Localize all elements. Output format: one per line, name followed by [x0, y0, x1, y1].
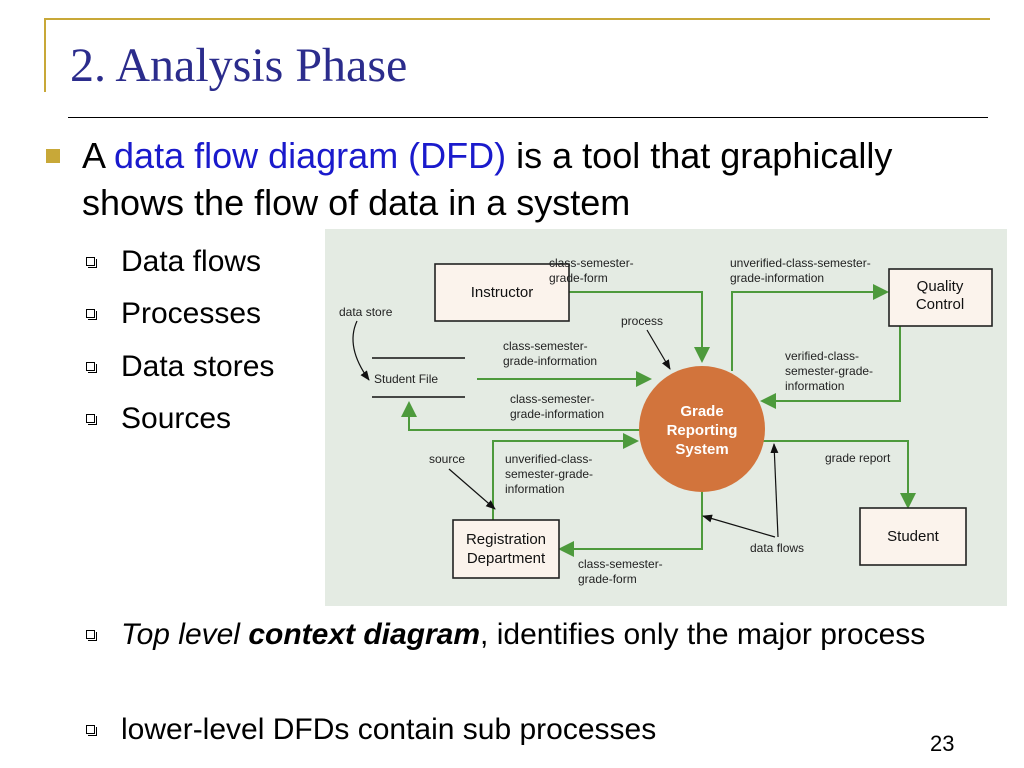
square-bullet-icon	[86, 725, 97, 736]
flow-registration-to-process	[492, 433, 639, 520]
title-underline	[68, 117, 988, 118]
dfd-diagram: Grade Reporting System Instructor Qualit…	[325, 229, 1007, 606]
intro-suffix: is a tool that graphically shows the flo…	[82, 135, 893, 223]
page-number: 23	[930, 731, 955, 756]
square-bullet-icon	[86, 414, 97, 425]
lower-level-text: lower-level DFDs contain sub processes	[121, 713, 657, 746]
process-label-line-3: System	[675, 441, 728, 458]
entity-registration-label-line-2: Department	[467, 550, 546, 567]
flow-label-from-quality-line-3: information	[785, 379, 844, 393]
process-label-line-1: Grade	[680, 403, 723, 420]
square-bullet-icon	[86, 309, 97, 320]
flow-label-to-quality-line-2: grade-information	[730, 271, 824, 285]
flow-process-to-registration	[558, 491, 703, 557]
flow-label-grade-report: grade report	[825, 451, 891, 465]
title-frame-top	[44, 18, 990, 20]
context-rest: , identifies only the major process	[480, 618, 926, 651]
bullet-label: Processes	[121, 297, 262, 330]
intro-prefix: A	[82, 135, 115, 176]
flow-label-instructor-line-2: grade-form	[549, 271, 608, 285]
flow-label-from-registration-line-1: unverified-class-	[505, 452, 592, 466]
flow-label-to-quality-line-1: unverified-class-semester-	[730, 256, 871, 270]
callout-source-arrow	[448, 468, 496, 510]
data-store-label: Student File	[374, 372, 438, 386]
process-label-line-2: Reporting	[667, 422, 738, 439]
intro-paragraph: A data flow diagram (DFD) is a tool that…	[82, 132, 982, 226]
square-bullet-icon	[86, 362, 97, 373]
square-bullet-icon	[86, 257, 97, 268]
flow-label-instructor-line-1: class-semester-	[549, 256, 634, 270]
context-bold-italic: context diagram	[248, 618, 481, 651]
bullet-label: Data flows	[121, 245, 262, 278]
context-diagram-text: Top level context diagram, identifies on…	[121, 617, 1001, 653]
callout-process-arrow	[646, 329, 671, 370]
entity-registration-label-line-1: Registration	[466, 531, 546, 548]
flow-label-to-file-line-1: class-semester-	[510, 392, 595, 406]
flow-process-to-quality	[731, 284, 889, 371]
callout-process: process	[621, 314, 663, 328]
flow-process-to-student	[763, 440, 916, 509]
callout-data-flows: data flows	[750, 541, 804, 555]
entity-quality-label-line-1: Quality	[917, 278, 964, 295]
entity-instructor-label: Instructor	[471, 284, 534, 301]
entity-registration-department	[452, 519, 560, 579]
dfd-term: data flow diagram (DFD)	[114, 135, 507, 176]
bullet-label: Sources	[121, 402, 232, 435]
square-bullet-icon	[86, 630, 97, 641]
flow-label-to-registration-line-1: class-semester-	[578, 557, 663, 571]
flow-label-from-file-line-2: grade-information	[503, 354, 597, 368]
callout-data-store-arrow	[352, 320, 370, 381]
entity-quality-label-line-2: Control	[916, 296, 964, 313]
flow-process-to-file	[401, 401, 645, 431]
callout-source: source	[429, 452, 465, 466]
entity-instructor	[434, 263, 570, 322]
flow-quality-to-process	[760, 326, 901, 409]
callout-data-flows-arrow-2	[770, 443, 779, 538]
main-bullet-marker	[46, 149, 60, 163]
flow-label-from-registration-line-2: semester-grade-	[505, 467, 593, 481]
flow-instructor-to-process	[569, 291, 710, 363]
entity-student	[859, 507, 967, 566]
flow-label-to-registration-line-2: grade-form	[578, 572, 637, 586]
bullet-label: Data stores	[121, 350, 275, 383]
flow-label-from-quality-line-1: verified-class-	[785, 349, 859, 363]
entity-student-label: Student	[887, 528, 940, 545]
callout-data-flows-arrow-1	[702, 514, 776, 538]
context-italic: Top level	[121, 618, 249, 651]
flow-label-to-file-line-2: grade-information	[510, 407, 604, 421]
process-circle	[639, 366, 765, 492]
dfd-figure: Grade Reporting System Instructor Qualit…	[325, 229, 1007, 606]
slide-title: 2. Analysis Phase	[70, 39, 408, 92]
flow-label-from-registration-line-3: information	[505, 482, 564, 496]
entity-quality-control	[888, 268, 993, 327]
flow-label-from-quality-line-2: semester-grade-	[785, 364, 873, 378]
callout-data-store: data store	[339, 305, 393, 319]
title-frame-left	[44, 18, 46, 92]
flow-label-from-file-line-1: class-semester-	[503, 339, 588, 353]
